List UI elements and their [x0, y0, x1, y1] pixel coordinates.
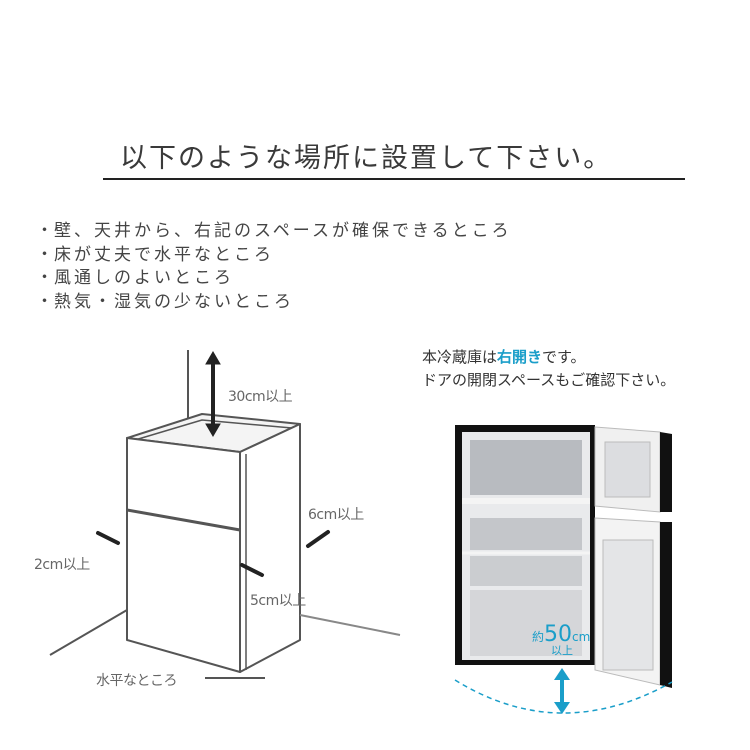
refrigerator-outline-illustration [49, 350, 401, 679]
level-floor-label: 水平なところ [96, 673, 178, 689]
list-item: ・床が丈夫で水平なところ [36, 244, 512, 268]
right-opening-highlight: 右開き [497, 348, 543, 366]
list-item: ・熱気・湿気の少ないところ [36, 291, 512, 315]
list-item: ・壁、天井から、右記のスペースが確保できるところ [36, 220, 512, 244]
title-underline [103, 178, 685, 180]
page-title: 以下のような場所に設置して下さい。 [120, 143, 613, 174]
bullet-icon: ・ [36, 244, 56, 265]
note-line-1: 本冷蔵庫は右開きです。 [422, 348, 586, 366]
clearance-diagram: 30cm以上 6cm以上 2cm以上 5cm以上 水平なところ [30, 340, 410, 700]
installation-requirements-list: ・壁、天井から、右記のスペースが確保できるところ ・床が丈夫で水平なところ ・風… [36, 220, 512, 314]
door-opening-note: 本冷蔵庫は右開きです。 ドアの開閉スペースもご確認下さい。 [422, 346, 675, 392]
top-clearance-label: 30cm以上 [228, 389, 293, 405]
bullet-icon: ・ [36, 291, 56, 312]
back-clearance-label: 6cm以上 [308, 507, 364, 523]
list-item: ・風通しのよいところ [36, 267, 512, 291]
door-clearance-measurement: 約50cm [532, 622, 591, 647]
note-line-2: ドアの開閉スペースもご確認下さい。 [422, 371, 676, 389]
bullet-icon: ・ [36, 221, 56, 241]
door-clearance-suffix: 以上 [551, 644, 573, 657]
left-clearance-label: 2cm以上 [34, 557, 90, 573]
right-clearance-label: 5cm以上 [250, 593, 306, 609]
bullet-icon: ・ [36, 268, 56, 288]
refrigerator-open-door-photo [440, 410, 730, 720]
